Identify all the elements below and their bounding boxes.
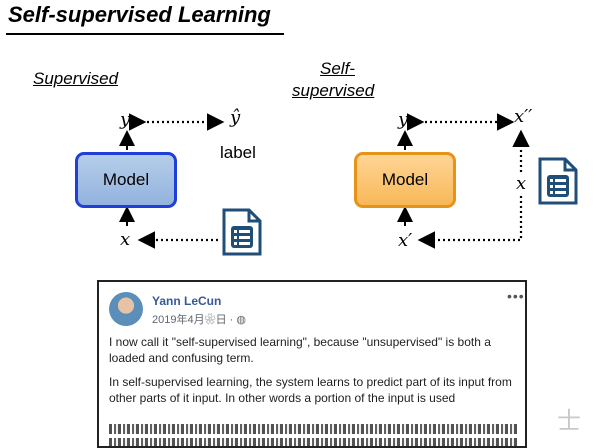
- blurred-text-line: [109, 424, 517, 434]
- document-list-icon: [538, 157, 578, 205]
- self-supervised-x-to-xprime-arrow: [417, 196, 523, 249]
- post-paragraph-1: I now call it "self-supervised learning"…: [109, 335, 491, 365]
- slide-title: Self-supervised Learning: [8, 2, 271, 27]
- avatar[interactable]: [109, 292, 143, 326]
- self-supervised-model-label: Model: [381, 170, 429, 189]
- self-supervised-x-side: x: [516, 173, 527, 194]
- supervised-model-box: Model: [75, 152, 177, 208]
- self-supervised-label-line1: Self-: [320, 59, 355, 78]
- self-supervised-x-double-prime: x′′: [514, 106, 533, 127]
- supervised-x: x: [120, 229, 131, 250]
- self-supervised-model-box: Model: [354, 152, 456, 208]
- supervised-target-label: label: [220, 143, 256, 162]
- diagram-connectors: [119, 113, 530, 249]
- social-post-card: Yann LeCun 2019年4月❀日 · ◍ ••• I now call …: [97, 280, 527, 448]
- document-list-icon: [222, 208, 262, 256]
- post-timestamp[interactable]: 2019年4月❀日 · ◍: [152, 314, 246, 326]
- post-paragraph-2: In self-supervised learning, the system …: [109, 375, 512, 405]
- watermark: 士: [557, 408, 581, 435]
- self-supervised-y: y: [398, 109, 409, 130]
- supervised-y: y: [120, 109, 131, 130]
- more-options-icon[interactable]: •••: [507, 288, 525, 304]
- supervised-y-hat: ŷ: [230, 107, 241, 128]
- supervised-section-label: Supervised: [33, 69, 119, 88]
- self-supervised-label-line2: supervised: [292, 81, 375, 100]
- blurred-text-line: [109, 438, 517, 446]
- self-supervised-x-prime: x′: [398, 230, 413, 251]
- title-underline: [6, 33, 284, 35]
- post-author-link[interactable]: Yann LeCun: [152, 294, 222, 308]
- supervised-model-label: Model: [102, 170, 150, 189]
